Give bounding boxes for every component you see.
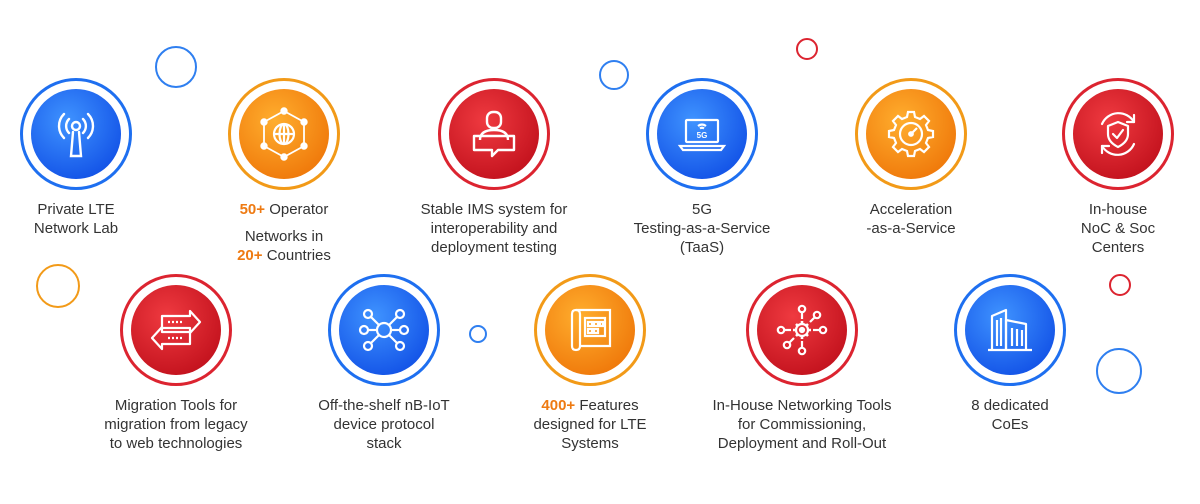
feature-label: In-house NoC & Soc Centers [1018, 200, 1200, 257]
buildings-icon [988, 308, 1032, 352]
laptop-5g-icon: 5G [677, 118, 727, 152]
label-line: deployment testing [431, 239, 557, 256]
feature-label: Off-the-shelf nB-IoT device protocol sta… [284, 396, 484, 453]
feature-acceleration: Acceleration -as-a-Service [811, 78, 1011, 238]
feature-badge [534, 274, 646, 386]
decorative-circle [1109, 274, 1131, 296]
iot-hub-icon [358, 308, 410, 352]
feature-label: In-House Networking Tools for Commission… [702, 396, 902, 453]
highlight-number: 400+ [541, 397, 576, 414]
decorative-circle [796, 38, 818, 60]
label-line: stack [366, 435, 402, 452]
label-line: Networks in [244, 228, 324, 245]
globe-network-icon [260, 107, 308, 161]
feature-networking-tools: In-House Networking Tools for Commission… [702, 274, 902, 453]
feature-badge: 5G [646, 78, 758, 190]
feature-label: Acceleration -as-a-Service [811, 200, 1011, 238]
feature-nb-iot: Off-the-shelf nB-IoT device protocol sta… [284, 274, 484, 453]
feature-label: 400+ Features designed for LTE Systems [490, 396, 690, 453]
feature-badge [954, 274, 1066, 386]
feature-coes: 8 dedicated CoEs [910, 274, 1110, 434]
feature-label: Migration Tools for migration from legac… [76, 396, 276, 453]
network-gear-icon [776, 304, 828, 356]
decorative-circle [599, 60, 629, 90]
feature-noc-soc: In-house NoC & Soc Centers [1018, 78, 1200, 257]
feature-badge [855, 78, 967, 190]
label-line: Systems [561, 435, 619, 452]
shield-check-icon [1100, 112, 1136, 156]
label-line: -as-a-Service [866, 220, 956, 237]
label-line: (TaaS) [679, 239, 725, 256]
label-line: CoEs [991, 416, 1029, 433]
feature-operator-networks: 50+ Operator Networks in 20+ Countries [184, 78, 384, 265]
label-line: 5G [691, 201, 712, 218]
decorative-circle [155, 46, 197, 88]
label-line: 8 dedicated [971, 397, 1049, 414]
label-line: migration from legacy [104, 416, 248, 433]
label-line: In-house [1088, 201, 1148, 218]
label-line: for Commissioning, [737, 416, 867, 433]
label-line: NoC & Soc [1080, 220, 1156, 237]
feature-label: 50+ Operator Networks in 20+ Countries [184, 200, 384, 265]
label-line: Acceleration [869, 201, 953, 218]
label-line: Off-the-shelf nB-IoT [318, 397, 450, 414]
decorative-circle [36, 264, 80, 308]
feature-label: 8 dedicated CoEs [910, 396, 1110, 434]
blueprint-icon [570, 308, 612, 352]
feature-ims-system: Stable IMS system for interoperability a… [394, 78, 594, 257]
antenna-icon [57, 112, 95, 158]
label-line: Migration Tools for [114, 397, 238, 414]
feature-badge [120, 274, 232, 386]
label-line: In-House Networking Tools [712, 397, 892, 414]
label-text: Operator [265, 201, 329, 218]
label-line: Testing-as-a-Service [633, 220, 771, 237]
label-line: designed for LTE [533, 416, 647, 433]
feature-5g-taas: 5G 5G Testing-as-a-Service (TaaS) [602, 78, 802, 257]
feature-lte-features: 400+ Features designed for LTE Systems [490, 274, 690, 453]
feature-label: Stable IMS system for interoperability a… [394, 200, 594, 257]
feature-badge [746, 274, 858, 386]
label-line: Centers [1091, 239, 1145, 256]
feature-label: Private LTE Network Lab [0, 200, 176, 238]
screen-text: 5G [697, 131, 708, 140]
feature-migration-tools: Migration Tools for migration from legac… [76, 274, 276, 453]
label-line: Deployment and Roll-Out [717, 435, 887, 452]
label-text: Countries [262, 247, 331, 264]
feature-label: 5G Testing-as-a-Service (TaaS) [602, 200, 802, 257]
label-line: device protocol [333, 416, 435, 433]
feature-private-lte: Private LTE Network Lab [0, 78, 176, 238]
highlight-number: 50+ [239, 201, 266, 218]
feature-badge [20, 78, 132, 190]
decorative-circle [1096, 348, 1142, 394]
feature-badge [1062, 78, 1174, 190]
support-agent-icon [472, 110, 516, 158]
feature-badge [438, 78, 550, 190]
label-line: to web technologies [109, 435, 243, 452]
label-text: Features [575, 397, 639, 414]
migration-arrows-icon [150, 309, 202, 351]
label-line: Stable IMS system for [420, 201, 568, 218]
decorative-circle [469, 325, 487, 343]
highlight-number: 20+ [237, 247, 263, 264]
gear-speedometer-icon [887, 110, 935, 158]
label-line: interoperability and [430, 220, 558, 237]
label-line: Private LTE [37, 201, 115, 218]
label-line: Network Lab [33, 220, 119, 237]
feature-badge [328, 274, 440, 386]
feature-badge [228, 78, 340, 190]
